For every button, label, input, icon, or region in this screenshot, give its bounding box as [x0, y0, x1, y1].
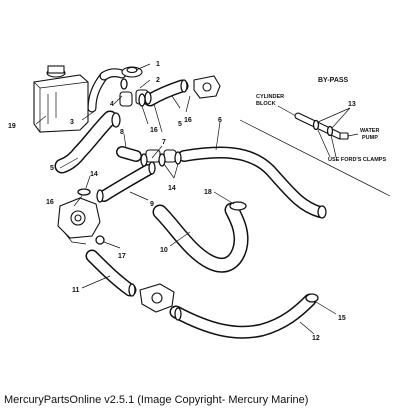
callout-19: 19 — [8, 123, 16, 130]
callout-13: 13 — [348, 101, 356, 108]
hose-3 — [87, 68, 127, 113]
callout-numbers: 1 2 3 4 5 5 6 7 8 9 10 11 12 13 14 14 15… — [8, 61, 356, 342]
hose-11 — [85, 249, 137, 297]
water-pump — [57, 197, 101, 245]
leader-lines — [35, 63, 337, 335]
hose-upper-right — [143, 79, 189, 107]
callout-1: 1 — [156, 61, 160, 68]
callout-8: 8 — [120, 129, 124, 136]
exploded-parts-diagram: BY-PASS CYLINDER BLOCK WATER PUMP USE FO… — [8, 61, 391, 342]
callout-16-c: 16 — [46, 199, 54, 206]
thermostat-housing — [119, 66, 149, 107]
callout-14-left: 14 — [90, 171, 98, 178]
image-caption: MercuryPartsOnline v2.5.1 (Image Copyrig… — [4, 394, 309, 406]
callout-17: 17 — [118, 253, 126, 260]
callout-9: 9 — [150, 201, 154, 208]
hose-8 — [116, 146, 142, 162]
callout-7: 7 — [162, 139, 166, 146]
callout-12: 12 — [312, 335, 320, 342]
cylinder-block-label-1: CYLINDER — [256, 94, 284, 100]
callout-15: 15 — [338, 315, 346, 322]
callout-3: 3 — [70, 119, 74, 126]
hose-9 — [98, 164, 154, 202]
callout-5-right: 5 — [178, 121, 182, 128]
cylinder-block-label-2: BLOCK — [256, 101, 276, 107]
callout-2: 2 — [156, 77, 160, 84]
hose-12 — [169, 293, 317, 339]
ford-clamps-note: USE FORD'S CLAMPS — [328, 157, 386, 163]
callout-18: 18 — [204, 189, 212, 196]
callout-5-left: 5 — [50, 165, 54, 172]
callout-4: 4 — [110, 101, 114, 108]
callout-14-center: 14 — [168, 185, 176, 192]
manifold-fitting — [193, 75, 221, 99]
callout-10: 10 — [160, 247, 168, 254]
water-pump-label-1: WATER — [360, 128, 379, 134]
callout-16-a: 16 — [150, 127, 158, 134]
callout-16-b: 16 — [184, 117, 192, 124]
water-pump-label-2: PUMP — [362, 135, 378, 141]
bypass-inset: BY-PASS CYLINDER BLOCK WATER PUMP USE FO… — [239, 77, 391, 197]
bypass-title: BY-PASS — [318, 77, 349, 84]
callout-6: 6 — [218, 117, 222, 124]
hose-6 — [178, 146, 326, 218]
callout-11: 11 — [72, 287, 80, 294]
lower-fitting — [139, 283, 175, 313]
coolant-reservoir — [33, 65, 89, 133]
hose-10 — [152, 202, 249, 273]
